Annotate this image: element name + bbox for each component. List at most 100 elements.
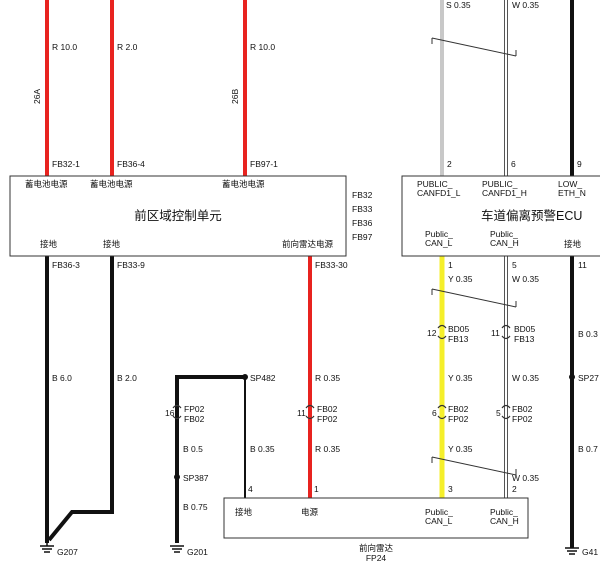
wire-label: Y 0.35 [448, 373, 473, 383]
connector-label: FP02 [448, 414, 469, 424]
ground-g207-icon [40, 543, 54, 553]
wire-label: R 0.35 [315, 373, 340, 383]
lane-ecu-box [401, 175, 600, 257]
connector-pin: 6 [432, 408, 437, 418]
module-pin-label: 蓄电池电源 [25, 179, 68, 189]
pin-label: 9 [577, 159, 582, 169]
module-pin-label: CAN_L [425, 516, 453, 526]
wire-label: B 0.7 [578, 444, 598, 454]
wire-label: R 0.35 [315, 444, 340, 454]
pin-label: 5 [512, 260, 517, 270]
lane-ecu-title: 车道偏离预警ECU [481, 208, 582, 223]
module-pin-label: 接地 [235, 507, 253, 517]
ground-label: G201 [187, 547, 208, 557]
connector-name: FB36 [352, 218, 373, 228]
module-pin-label: Public_ [490, 229, 518, 239]
splice-sp27-dot [569, 374, 575, 380]
harness-label: 26A [32, 89, 42, 104]
pin-label: FB36-4 [117, 159, 145, 169]
module-pin-label: 接地 [103, 239, 121, 249]
connector-fp02-fb02-left [172, 404, 182, 420]
wire-label: Y 0.35 [448, 444, 473, 454]
pin-label: FB33-9 [117, 260, 145, 270]
ground-label: G207 [57, 547, 78, 557]
module-pin-label: CANFD1_L [417, 188, 461, 198]
front-radar-box [223, 497, 529, 539]
pin-label: 2 [447, 159, 452, 169]
connector-fb02-fp02-red [305, 404, 315, 420]
splice-label: SP387 [183, 473, 209, 483]
module-pin-label: 蓄电池电源 [90, 179, 133, 189]
module-pin-label: CAN_H [490, 238, 519, 248]
pin-label: FB32-1 [52, 159, 80, 169]
radar-pin: 4 [248, 484, 253, 494]
twist-mark-mid [431, 288, 517, 308]
splice-label: SP27 [578, 373, 599, 383]
module-pin-label: 电源 [301, 507, 319, 517]
connector-label: FP02 [184, 404, 205, 414]
wire-label: R 10.0 [52, 42, 77, 52]
module-pin-label: CAN_L [425, 238, 453, 248]
pin-label: FB97-1 [250, 159, 278, 169]
connector-pin: 11 [491, 328, 500, 338]
connector-fb02-fp02-y [437, 404, 447, 420]
radar-pin: 2 [512, 484, 517, 494]
connector-label: FB02 [184, 414, 205, 424]
connector-label: FP02 [512, 414, 533, 424]
connector-fb02-fp02-w [501, 404, 511, 420]
module-pin-label: CAN_H [490, 516, 519, 526]
module-pin-label: 蓄电池电源 [222, 179, 265, 189]
module-pin-label: CANFD1_H [482, 188, 527, 198]
module-pin-label: Public_ [490, 507, 518, 517]
ground-g41-icon [565, 547, 579, 555]
ground-g201-icon [170, 545, 184, 553]
pin-label: 1 [448, 260, 453, 270]
radar-pin: 3 [448, 484, 453, 494]
connector-name: FB32 [352, 190, 373, 200]
pin-label: FB33-30 [315, 260, 348, 270]
connector-label: FB13 [448, 334, 469, 344]
wire-label: R 10.0 [250, 42, 275, 52]
wire-label: B 0.75 [183, 502, 208, 512]
module-pin-label: 接地 [564, 239, 582, 249]
wire-label: Y 0.35 [448, 274, 473, 284]
splice-sp482-dot [242, 374, 248, 380]
connector-label: BD05 [448, 324, 470, 334]
connector-bd05-fb13-y [437, 324, 447, 340]
module-pin-label: Public_ [425, 507, 453, 517]
wire-label: W 0.35 [512, 274, 539, 284]
splice-label: SP482 [250, 373, 276, 383]
connector-label: FP02 [317, 414, 338, 424]
module-pin-label: PUBLIC_ [417, 179, 453, 189]
ground-label: G41 [582, 547, 598, 557]
connector-name: FB97 [352, 232, 373, 242]
wire-label: W 0.35 [512, 473, 539, 483]
connector-pin: 11 [297, 408, 306, 418]
connector-label: FB02 [317, 404, 338, 414]
connector-label: FB02 [512, 404, 533, 414]
module-pin-label: PUBLIC_ [482, 179, 518, 189]
module-pin-label: ETH_N [558, 188, 586, 198]
connector-pin: 5 [496, 408, 501, 418]
wire-black-ground-2 [47, 256, 114, 542]
pin-label: FB36-3 [52, 260, 80, 270]
wire-label: B 2.0 [117, 373, 137, 383]
twist-mark-top [431, 37, 517, 57]
connector-name: FB33 [352, 204, 373, 214]
twist-mark-bottom [431, 456, 517, 476]
module-pin-label: 接地 [40, 239, 58, 249]
connector-bd05-fb13-w [501, 324, 511, 340]
wire-label: B 6.0 [52, 373, 72, 383]
wire-label: S 0.35 [446, 0, 471, 10]
radar-connector: FP24 [366, 553, 387, 563]
connector-label: FB13 [514, 334, 535, 344]
wire-label: B 0.5 [183, 444, 203, 454]
pin-label: 6 [511, 159, 516, 169]
connector-pin: 12 [427, 328, 437, 338]
front-domain-controller-box [9, 175, 347, 257]
splice-sp387-dot [174, 474, 180, 480]
connector-pin: 16 [165, 408, 175, 418]
wire-label: W 0.35 [512, 0, 539, 10]
connector-label: FB02 [448, 404, 469, 414]
